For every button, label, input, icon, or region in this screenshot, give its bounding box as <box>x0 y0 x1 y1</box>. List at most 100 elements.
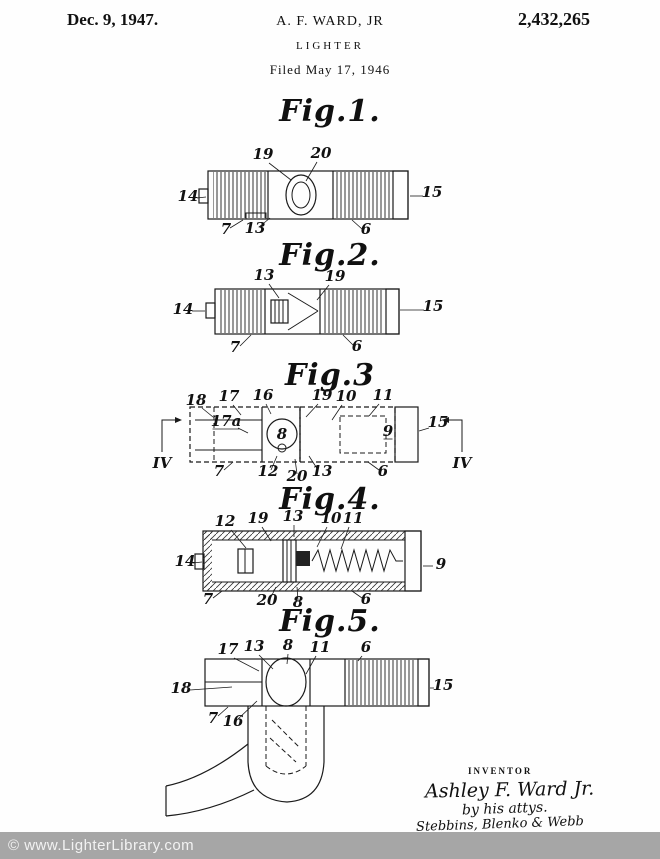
ref-numeral: 15 <box>423 297 444 315</box>
leader-line <box>261 526 272 542</box>
ref-numeral: 20 <box>310 144 332 162</box>
ref-numeral: 15 <box>433 676 454 694</box>
ref-numeral: 18 <box>186 391 207 409</box>
leader-line <box>418 427 430 432</box>
leader-line <box>357 655 363 662</box>
ref-numeral: 9 <box>436 555 447 573</box>
ref-numeral: 7 <box>230 338 241 356</box>
ref-numeral: 10 <box>336 387 357 405</box>
leader-line <box>258 654 274 670</box>
leader-line <box>316 526 328 548</box>
leader-line <box>294 458 298 475</box>
fig5-title: Fig.5. <box>279 604 381 639</box>
ref-numeral: 16 <box>223 712 244 730</box>
leader-line <box>286 653 289 665</box>
leader-line <box>212 590 223 599</box>
ref-numeral: 19 <box>253 145 274 163</box>
leader-line <box>217 706 229 717</box>
ref-numeral: 8 <box>283 636 294 654</box>
ref-numeral: 11 <box>373 386 394 404</box>
ref-numeral: 7 <box>208 709 219 727</box>
ref-numeral: 14 <box>178 187 199 205</box>
leader-line <box>268 283 280 299</box>
ref-numeral: 14 <box>173 300 194 318</box>
ref-numeral: 8 <box>293 593 304 611</box>
leader-line <box>232 404 242 416</box>
ref-numeral: 15 <box>428 413 449 431</box>
leader-line <box>305 403 319 418</box>
leader-line <box>192 561 203 564</box>
leader-line <box>201 407 214 418</box>
leader-line <box>196 196 207 199</box>
ref-numeral: 12 <box>215 512 236 530</box>
ref-numeral: 15 <box>422 183 443 201</box>
patent-filed-date: Filed May 17, 1946 <box>269 62 391 77</box>
fig3-title: Fig.3 <box>285 358 375 393</box>
ref-numeral: 6 <box>378 462 389 480</box>
ref-numeral: 16 <box>253 386 274 404</box>
patent-number: 2,432,265 <box>518 9 590 29</box>
ref-numeral: 19 <box>312 386 333 404</box>
ref-numeral: 14 <box>175 552 196 570</box>
inventor-caption: INVENTOR <box>468 766 533 776</box>
ref-numeral: 9 <box>383 422 394 440</box>
ref-numeral: 13 <box>312 462 333 480</box>
ref-numeral: 13 <box>283 507 304 525</box>
leader-line <box>340 526 350 550</box>
leader-line <box>342 334 354 346</box>
leader-line <box>305 655 317 675</box>
leader-line <box>268 162 292 181</box>
leader-line <box>351 219 363 230</box>
watermark-bar: © www.LighterLibrary.com <box>0 832 660 859</box>
ref-numeral: 17 <box>219 387 240 405</box>
leader-line <box>237 700 258 720</box>
ref-numeral: 18 <box>171 679 192 697</box>
fig2-artwork: 13 19 14 15 7 6 <box>173 266 444 356</box>
leader-line <box>351 590 363 599</box>
leader-line <box>239 334 252 347</box>
leader-line <box>265 403 272 415</box>
ref-numeral: 20 <box>286 467 308 485</box>
ref-numeral: 11 <box>343 509 364 527</box>
fig1-title: Fig.1. <box>279 94 381 129</box>
leader-line <box>296 586 299 601</box>
ref-numeral: 6 <box>352 337 363 355</box>
ref-numeral: 19 <box>248 509 269 527</box>
ref-numeral: 13 <box>245 219 266 237</box>
leader-line <box>269 586 277 600</box>
leader-line <box>270 455 278 471</box>
ref-numeral: 10 <box>321 509 342 527</box>
ref-numeral: 17 <box>218 640 239 658</box>
ref-numeral: 7 <box>214 462 225 480</box>
leader-line <box>237 427 249 434</box>
watermark-text: © www.LighterLibrary.com <box>8 837 195 854</box>
leader-line <box>229 219 244 229</box>
leader-line <box>189 686 233 691</box>
leader-line <box>331 404 343 421</box>
leader-line <box>233 657 260 672</box>
ref-numeral: 11 <box>310 638 331 656</box>
ref-numeral: IV <box>452 454 473 472</box>
ref-numeral: 6 <box>361 638 372 656</box>
leader-line <box>223 461 234 471</box>
ref-numeral: 13 <box>254 266 275 284</box>
ref-numeral: 19 <box>325 267 346 285</box>
patent-date: Dec. 9, 1947. <box>67 10 159 29</box>
inventor-signature: Ashley F. Ward Jr. <box>424 777 595 803</box>
ref-numeral: 7 <box>203 590 214 608</box>
fig2-labels: 13 19 14 15 7 6 <box>173 266 444 356</box>
ref-numeral: 6 <box>361 590 372 608</box>
fig4-title: Fig.4. <box>279 482 381 517</box>
ref-numeral: 12 <box>258 462 279 480</box>
ref-numeral: 20 <box>256 591 278 609</box>
